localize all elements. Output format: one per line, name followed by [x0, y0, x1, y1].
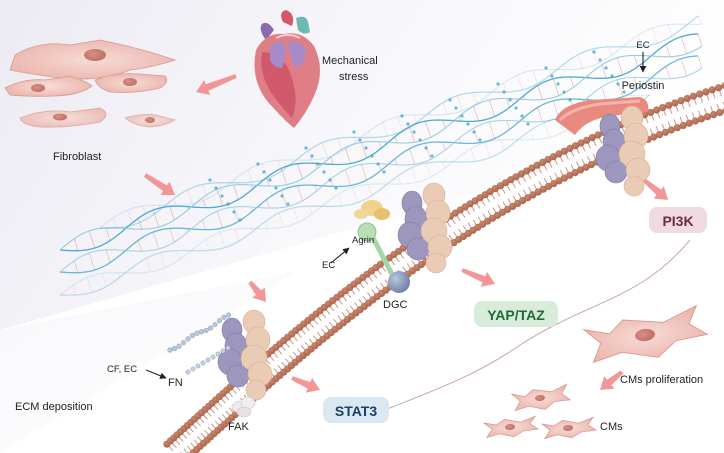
mechanical-stress-label-2: stress	[339, 71, 369, 83]
flow-arrows	[143, 74, 668, 393]
fak-protein	[231, 396, 256, 418]
heart-icon	[254, 10, 320, 129]
cell-membrane	[163, 82, 724, 453]
yap-taz-badge: YAP/TAZ	[474, 301, 558, 327]
flow-arrow	[143, 173, 175, 195]
fibroblast-cells	[4, 39, 177, 128]
flow-arrow	[642, 178, 668, 200]
cms-label: CMs	[600, 421, 623, 433]
receptor	[217, 309, 273, 401]
mechanical-stress-label-1: Mechanical	[322, 55, 378, 67]
cytoplasm-divider	[359, 239, 691, 421]
fiber-strand	[59, 33, 699, 252]
fibroblast-label: Fibroblast	[53, 151, 101, 163]
fiber-rungs	[112, 15, 702, 228]
dgc-label: DGC	[383, 299, 408, 311]
receptor	[595, 105, 651, 197]
periostin-structure	[555, 97, 649, 135]
ecm-deposition-label: ECM deposition	[15, 401, 93, 413]
fiber-strand	[59, 94, 651, 296]
receptor	[397, 182, 453, 274]
fn-beads	[167, 312, 232, 375]
fn-label: FN	[168, 377, 183, 389]
flow-arrow	[291, 376, 320, 393]
fak-label: FAK	[228, 421, 249, 433]
cf-ec-to-fn-arrow	[145, 369, 167, 379]
fiber-strand	[99, 15, 699, 229]
fiber-strand	[59, 94, 651, 296]
stat3-label: STAT3	[335, 403, 377, 419]
agrin-label: Agrin	[352, 235, 374, 246]
cms-proliferation-label: CMs proliferation	[620, 374, 703, 386]
ec-agrin-source-label: EC	[322, 260, 335, 271]
cardiomyocytes	[483, 304, 709, 440]
flow-arrow	[600, 370, 624, 390]
yap-taz-label: YAP/TAZ	[487, 307, 545, 323]
agrin-dgc-complex	[354, 200, 410, 293]
pi3k-label: PI3K	[662, 213, 693, 229]
flow-arrow	[461, 268, 495, 287]
fiber-rungs	[73, 55, 703, 273]
periostin-label: Periostin	[622, 80, 665, 92]
flow-arrow	[248, 280, 266, 302]
stat3-badge: STAT3	[323, 397, 389, 423]
membrane-receptors	[217, 105, 651, 401]
flow-arrow	[196, 74, 237, 95]
fiber-strand	[59, 45, 703, 251]
ec-periostin-source-label: EC	[636, 40, 649, 51]
fiber-strand	[99, 23, 702, 229]
pi3k-badge: PI3K	[649, 207, 707, 233]
cf-ec-label: CF, EC	[107, 364, 137, 375]
fiber-rungs	[73, 33, 703, 251]
ec-to-agrin-arrow	[330, 247, 350, 264]
